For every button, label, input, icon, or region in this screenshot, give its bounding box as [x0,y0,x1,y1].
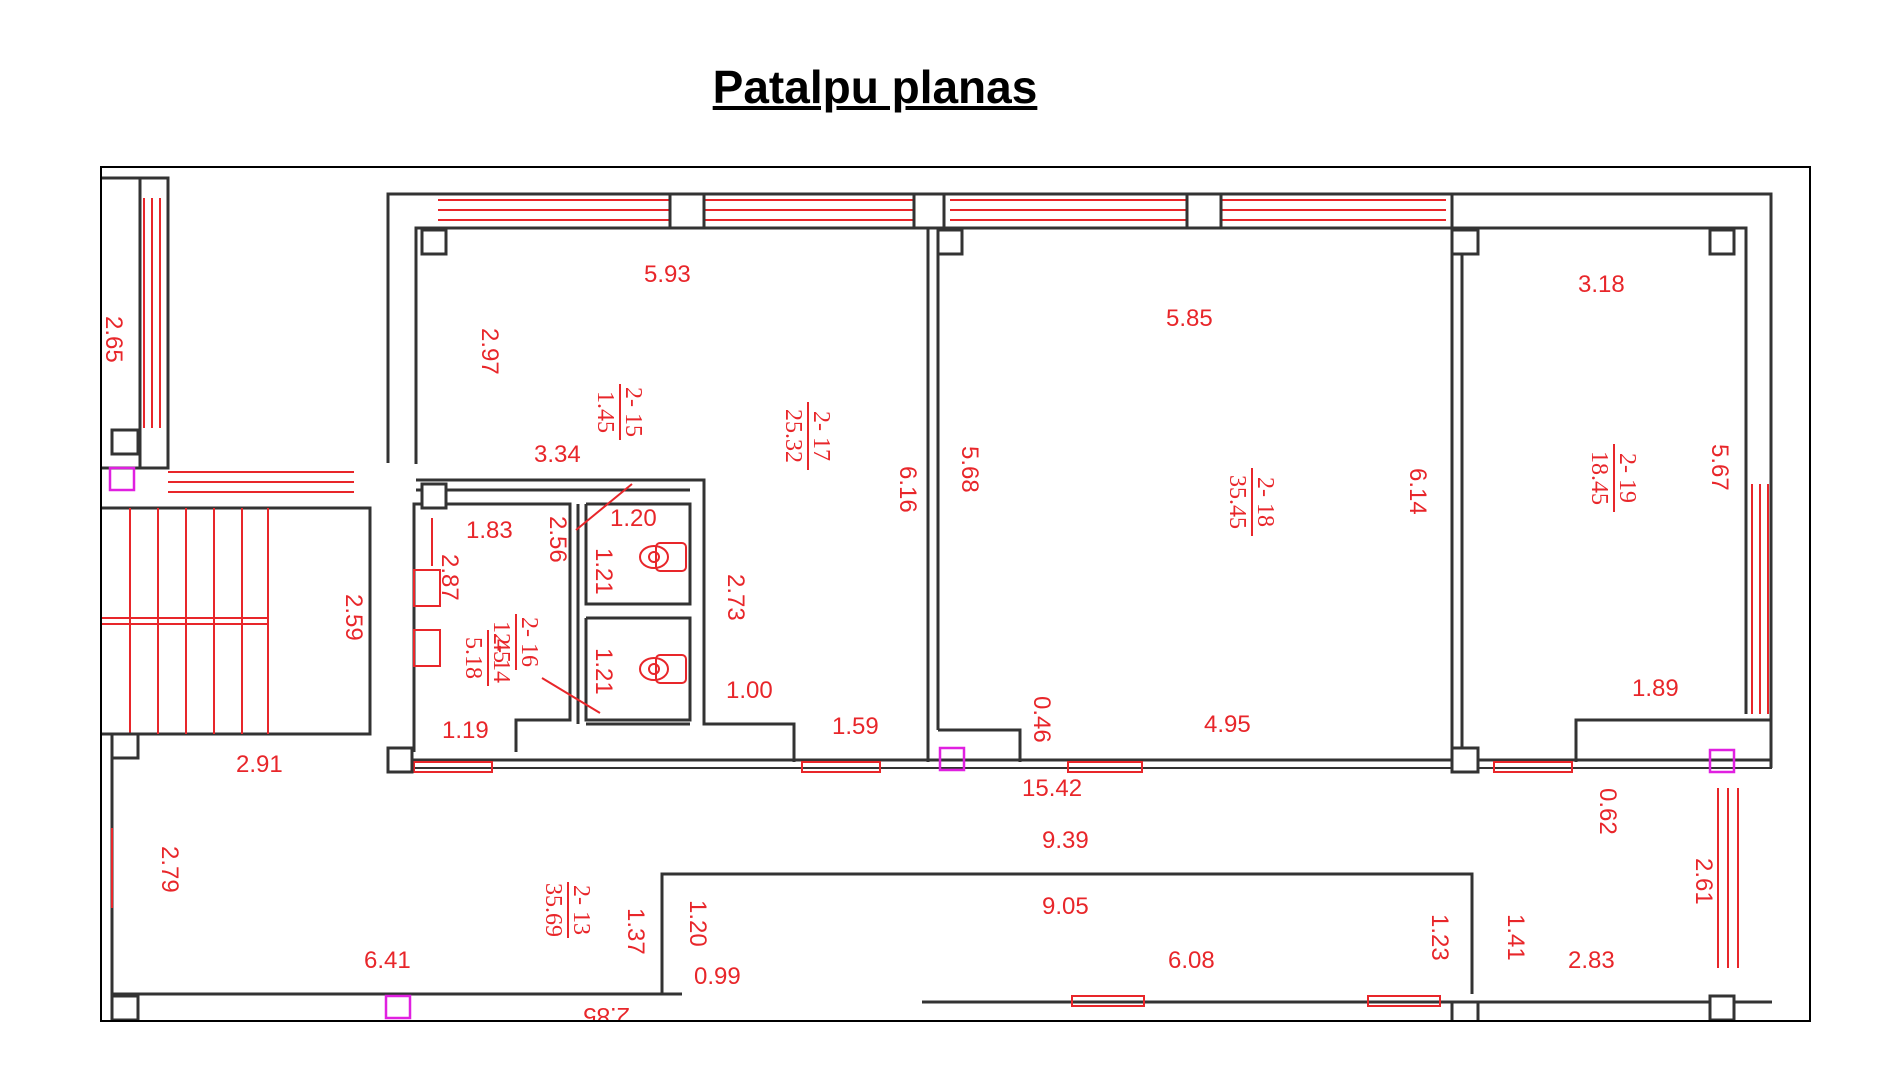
stair-wall [102,506,372,736]
dimension-label: 1.00 [726,677,773,704]
room-code: 2- 17 [808,411,834,461]
dimension-label: 5.85 [1166,305,1213,332]
dimension-label: 6.41 [364,947,411,974]
room-19-bottom [1574,718,1771,762]
dimension-label: 6.16 [894,466,921,513]
page-title: Patalpu planas [712,61,1038,113]
exterior-walls [102,176,1773,1004]
dimension-label: 2.87 [436,554,463,601]
wc-1 [584,502,692,606]
room-label-2-14: 2- 14 5.18 [460,630,514,686]
dimension-label: 2.85 [583,1002,630,1020]
dimension-label: 6.14 [1404,468,1431,515]
dimension-label: 5.93 [644,261,691,288]
room-area: 35.45 [1224,475,1250,529]
window-right-lower [1717,788,1739,968]
stair-treads [102,508,269,734]
partitions [388,194,1772,769]
magenta-markers [108,466,1736,1020]
dimension-label: 9.05 [1042,893,1089,920]
room-area: 18.45 [1586,451,1612,505]
room-code: 2- 16 [516,617,542,667]
dimension-labels: 2.65 5.93 2.97 3.34 1.83 2.56 1.20 1.21 … [102,261,1733,1020]
dimension-label: 2.56 [544,516,571,563]
room-area: 1.45 [488,621,514,663]
dimension-label: 1.83 [466,517,513,544]
window-left-top [143,198,161,428]
wc-2 [584,616,692,722]
room-label-2-16: 2- 16 1.45 [488,614,542,670]
room-code: 2- 18 [1252,477,1278,527]
dimension-label: 0.62 [1594,788,1621,835]
window-right [1751,484,1769,714]
dimension-label: 2.83 [1568,947,1615,974]
wc-block [416,478,796,762]
dimension-label: 0.46 [1028,696,1055,743]
floor-plan-frame: 2- 13 35.69 2- 14 5.18 2- 15 1.45 2- 16 … [100,166,1811,1022]
room-area: 5.18 [460,637,486,679]
inner-block [660,872,1474,994]
dimension-label: 1.21 [590,648,617,695]
dimension-label: 1.59 [832,713,879,740]
dimension-label: 9.39 [1042,827,1089,854]
room-code: 2- 19 [1614,453,1640,503]
room-code: 2- 14 [488,633,514,683]
dimension-label: 1.23 [1426,914,1453,961]
dimension-label: 15.42 [1022,775,1082,802]
dimension-label: 4.95 [1204,711,1251,738]
dimension-label: 2.65 [102,316,127,363]
dimension-label: 1.41 [1502,914,1529,961]
room-label-2-18: 2- 18 35.45 [1224,468,1278,536]
room-area: 1.45 [592,391,618,433]
top-facade-inner [414,226,1748,714]
dimension-label: 1.21 [590,548,617,595]
dimension-label: 5.68 [956,446,983,493]
wc-left-wall [412,502,572,752]
dimension-label: 0.99 [694,963,741,990]
room-label-2-13: 2- 13 35.69 [540,882,594,938]
room-code: 2- 13 [568,885,594,935]
room-area: 25.32 [780,409,806,463]
room-code: 2- 15 [620,387,646,437]
room-labels: 2- 13 35.69 2- 14 5.18 2- 15 1.45 2- 16 … [460,384,1640,938]
room-18-bottom [938,728,1022,762]
columns [110,192,1736,1020]
dimension-label: 1.89 [1632,675,1679,702]
dimension-label: 2.61 [1690,858,1717,905]
dimension-label: 1.37 [622,908,649,955]
floor-plan: 2- 13 35.69 2- 14 5.18 2- 15 1.45 2- 16 … [102,176,1773,1020]
top-facade-outer [386,192,1773,478]
room-area: 35.69 [540,883,566,937]
window-stair-top [168,471,354,493]
dimension-label: 2.91 [236,751,283,778]
dimension-label: 2.73 [722,574,749,621]
dimension-label: 1.19 [442,717,489,744]
dimension-label: 1.20 [610,505,657,532]
dimension-label: 3.34 [534,441,581,468]
room-label-2-17: 2- 17 25.32 [780,402,834,470]
dimension-label: 2.59 [340,594,367,641]
toilet-icons [639,542,687,684]
room-label-2-19: 2- 19 18.45 [1586,444,1640,512]
dimension-label: 1.20 [684,900,711,947]
doors [111,483,1573,1007]
dimension-label: 3.18 [1578,271,1625,298]
dimension-label: 2.97 [476,328,503,375]
dimension-label: 5.67 [1706,444,1733,491]
room-label-2-15: 2- 15 1.45 [592,384,646,440]
dimension-label: 2.79 [156,846,183,893]
dimension-label: 6.08 [1168,947,1215,974]
